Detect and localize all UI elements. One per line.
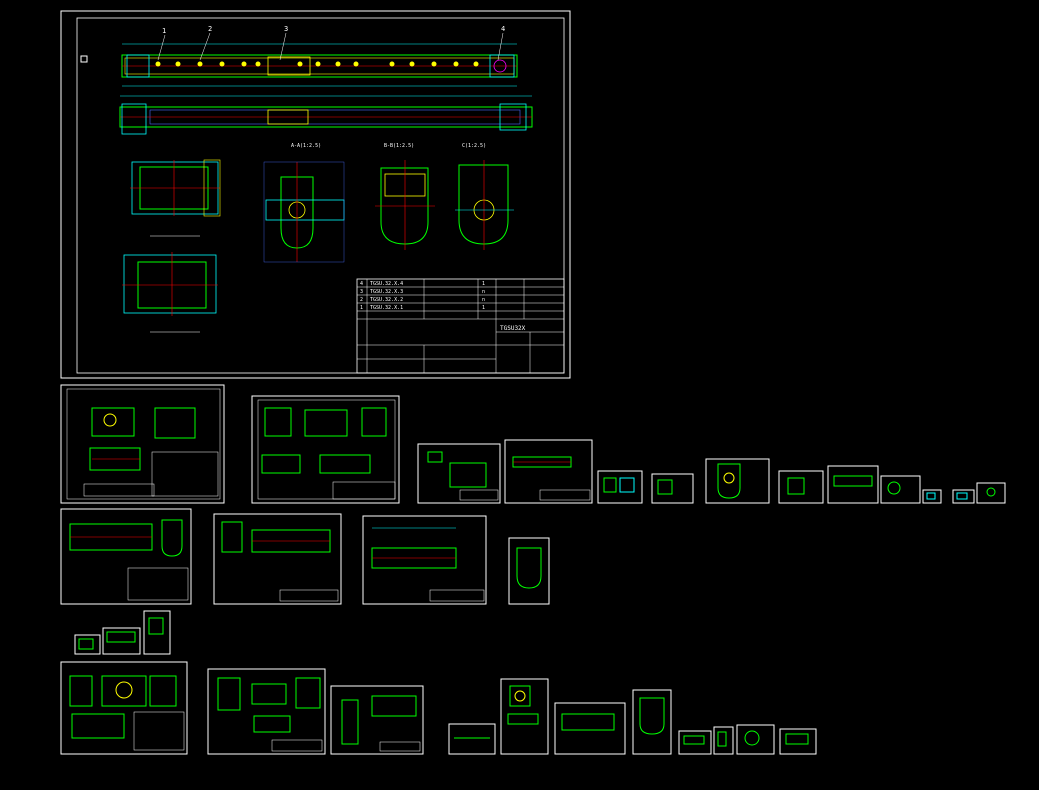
cursor-marker [80, 55, 88, 63]
section-label-b: B-B(1:2.5) [384, 143, 414, 149]
sheet-r4-4[interactable] [448, 723, 496, 755]
section-view-a [263, 161, 345, 263]
item-number-4: 4 [501, 25, 505, 33]
sheet-r4-10[interactable] [736, 724, 775, 755]
sheet-r2-1[interactable] [60, 508, 192, 605]
bom-row-2-no: 3 [360, 289, 363, 295]
sheet-r1-6[interactable] [651, 473, 694, 504]
bom-row-2-code: TGSU.32.X.3 [370, 289, 403, 295]
sheet-r3-3[interactable] [143, 610, 171, 655]
sheet-r1-8[interactable] [778, 470, 824, 504]
sheet-r1-7[interactable] [705, 458, 770, 504]
bom-row-1-code: TGSU.32.X.4 [370, 281, 403, 287]
sheet-r1-3[interactable] [417, 443, 501, 504]
sheet-r1-13[interactable] [976, 482, 1006, 504]
sheet-r1-11[interactable] [922, 489, 942, 504]
sheet-r1-12[interactable] [952, 489, 975, 504]
title-block-drawing-name: TGSU32X [500, 325, 526, 332]
sheet-r4-3[interactable] [330, 685, 424, 755]
sheet-r2-3[interactable] [362, 515, 487, 605]
section-view-b [375, 160, 435, 250]
sheet-r3-2[interactable] [102, 627, 141, 655]
bom-row-4-no: 1 [360, 305, 363, 311]
sheet-r4-5[interactable] [500, 678, 549, 755]
sheet-r4-1[interactable] [60, 661, 188, 755]
sheet-r1-1[interactable] [60, 384, 225, 504]
sheet-r1-10[interactable] [880, 475, 921, 504]
main-drawing-sheet[interactable]: 1 2 3 4 [60, 10, 571, 379]
sheet-r4-6[interactable] [554, 702, 626, 755]
sheet-r4-11[interactable] [779, 728, 817, 755]
flange-view-1 [130, 159, 221, 237]
bom-row-3-code: TGSU.32.X.2 [370, 297, 403, 303]
bom-row-1-qty: 1 [482, 281, 485, 287]
conveyor-side-view [119, 95, 533, 135]
sheet-r4-2[interactable] [207, 668, 326, 755]
sheet-r1-9[interactable] [827, 465, 879, 504]
sheet-r1-5[interactable] [597, 470, 643, 504]
sheet-r4-9[interactable] [713, 726, 734, 755]
section-view-c [455, 160, 514, 250]
bom-row-4-code: TGSU.32.X.1 [370, 305, 403, 311]
bom-row-3-qty: n [482, 297, 485, 303]
bom-row-4-qty: 1 [482, 305, 485, 311]
title-block [356, 278, 565, 374]
sheet-r3-1[interactable] [74, 634, 101, 655]
section-label-c: C(1:2.5) [462, 143, 486, 149]
item-number-3: 3 [284, 25, 288, 33]
bom-row-1-no: 4 [360, 281, 363, 287]
sheet-r2-4[interactable] [508, 537, 550, 605]
bom-row-2-qty: n [482, 289, 485, 295]
sheet-r4-7[interactable] [632, 689, 672, 755]
sheet-r4-8[interactable] [678, 730, 712, 755]
item-number-2: 2 [208, 25, 212, 33]
section-label-a: A-A(1:2.5) [291, 143, 321, 149]
flange-view-2 [122, 252, 218, 333]
conveyor-top-view [121, 32, 518, 87]
sheet-r1-4[interactable] [504, 439, 593, 504]
sheet-r2-2[interactable] [213, 513, 342, 605]
item-number-1: 1 [162, 27, 166, 35]
bom-row-3-no: 2 [360, 297, 363, 303]
sheet-r1-2[interactable] [251, 395, 400, 504]
